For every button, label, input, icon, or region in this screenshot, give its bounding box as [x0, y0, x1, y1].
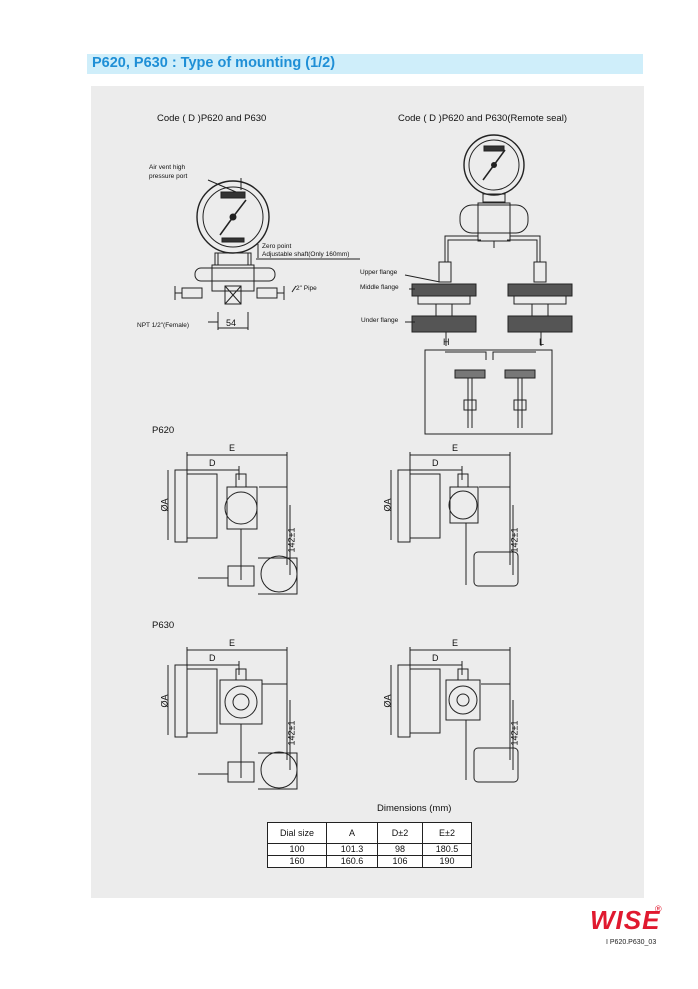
label-pipe: 2" Pipe	[296, 285, 317, 292]
label-adjustable-shaft: Adjustable shaft(Only 160mm)	[262, 251, 350, 258]
caption-code-d: Code ( D )P620 and P630	[157, 113, 267, 124]
dim-142: 142±1	[286, 527, 297, 553]
page-title: P620, P630 : Type of mounting (1/2)	[92, 55, 336, 71]
caption-remote-seal: Code ( D )P620 and P630(Remote seal)	[398, 113, 567, 124]
table-row: 100 101.3 98 180.5	[267, 843, 472, 856]
dimensions-table: Dial size A D±2 E±2 100 101.3 98 180.5 1…	[267, 822, 472, 868]
table-cell: 100	[267, 843, 327, 856]
dim-phi-a: ØA	[382, 498, 393, 512]
wise-logo: WISE	[590, 905, 661, 935]
header-cell: D±2	[377, 822, 423, 844]
page-code: I P620.P630_03	[606, 939, 657, 946]
table-header-row: Dial size A D±2 E±2	[267, 822, 472, 844]
p620-side-view-1	[167, 452, 298, 595]
title-bar: P620, P630 : Type of mounting (1/2)	[87, 54, 643, 74]
label-l: L	[539, 337, 545, 347]
p630-side-view-1	[167, 647, 298, 790]
table-cell: 106	[377, 855, 423, 868]
dim-d: D	[209, 653, 216, 663]
label-pressure-port: pressure port	[149, 173, 188, 180]
dim-142: 142±1	[509, 527, 520, 553]
label-h: H	[443, 337, 450, 347]
header-cell: Dial size	[267, 822, 327, 844]
dim-e: E	[229, 638, 236, 648]
remote-seal-drawing	[404, 134, 573, 435]
dim-phi-a: ØA	[159, 498, 170, 512]
gauge-mounting-drawing	[174, 178, 360, 330]
label-npt: NPT 1/2"(Female)	[137, 322, 190, 329]
dim-d: D	[432, 653, 439, 663]
table-cell: 160	[267, 855, 327, 868]
dim-d: D	[432, 458, 439, 468]
table-cell: 98	[377, 843, 423, 856]
dim-142: 142±1	[286, 720, 297, 746]
header-cell: A	[326, 822, 378, 844]
dim-e: E	[229, 443, 236, 453]
dim-d: D	[209, 458, 216, 468]
section-p620: P620	[152, 425, 175, 436]
label-zero-point: Zero point	[262, 243, 292, 250]
dim-e: E	[452, 638, 459, 648]
table-cell: 160.6	[326, 855, 378, 868]
table-cell: 101.3	[326, 843, 378, 856]
label-middle-flange: Middle flange	[360, 284, 399, 291]
registered-mark: ®	[655, 904, 662, 914]
table-cell: 180.5	[422, 843, 472, 856]
dim-phi-a: ØA	[382, 694, 393, 708]
label-dim-54: 54	[226, 318, 237, 328]
header-cell: E±2	[422, 822, 472, 844]
table-cell: 190	[422, 855, 472, 868]
label-upper-flange: Upper flange	[360, 269, 398, 276]
dim-142: 142±1	[509, 720, 520, 746]
label-air-vent: Air vent high	[149, 164, 186, 171]
section-p630: P630	[152, 620, 175, 631]
drawing-panel	[91, 86, 644, 898]
dim-e: E	[452, 443, 459, 453]
label-under-flange: Under flange	[361, 317, 399, 324]
dim-phi-a: ØA	[159, 694, 170, 708]
p630-side-view-2	[390, 647, 519, 783]
dimensions-caption: Dimensions (mm)	[377, 803, 452, 814]
p620-side-view-2	[390, 452, 519, 587]
table-row: 160 160.6 106 190	[267, 855, 472, 868]
